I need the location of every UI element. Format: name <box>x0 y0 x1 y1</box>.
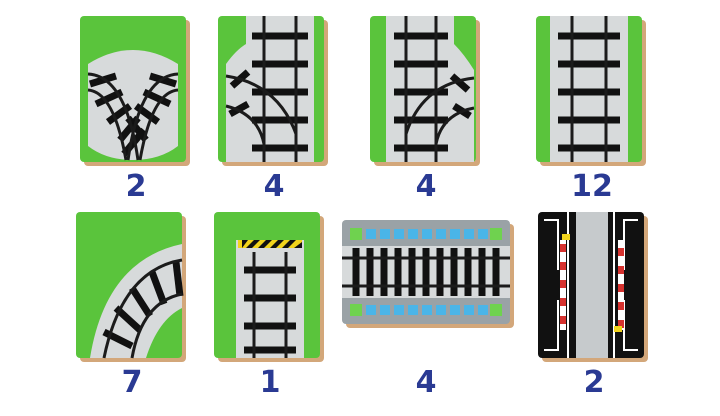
tile-count: 7 <box>121 365 143 400</box>
left-switch-icon <box>218 16 328 166</box>
buffer-stop-icon <box>214 212 324 362</box>
tile-count: 12 <box>571 169 613 204</box>
curve-track-icon <box>76 212 186 362</box>
tile-buffer-stop <box>214 210 326 362</box>
tile-count: 4 <box>415 365 437 400</box>
tile-count: 2 <box>125 169 147 204</box>
tile-station-platform <box>342 218 514 330</box>
double-curve-switch-icon <box>80 16 190 166</box>
tile-curve-track <box>76 210 188 362</box>
tile-count: 4 <box>415 169 437 204</box>
tile-right-switch <box>370 14 482 166</box>
level-crossing-icon <box>538 212 648 362</box>
tile-left-switch <box>218 14 330 166</box>
tile-count: 2 <box>583 365 605 400</box>
right-switch-icon <box>370 16 480 166</box>
tile-count: 4 <box>263 169 285 204</box>
straight-track-icon <box>536 16 646 166</box>
tile-level-crossing <box>538 210 650 362</box>
tile-double-curve-switch <box>80 14 192 166</box>
station-platform-icon <box>342 220 514 328</box>
tile-count: 1 <box>259 365 281 400</box>
tile-straight-track <box>536 14 648 166</box>
